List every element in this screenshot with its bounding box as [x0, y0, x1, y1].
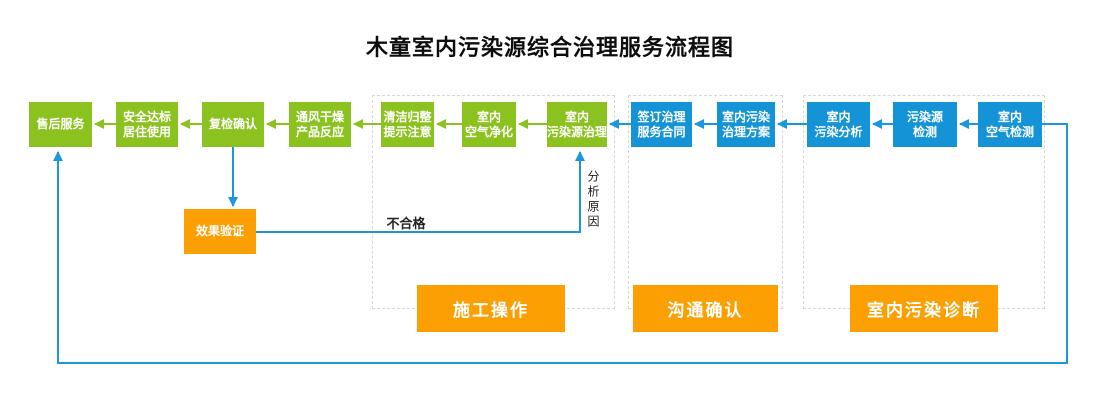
- arrow-aftersales-loop: [53, 123, 1068, 364]
- node-pollution-analysis: 室内 污染分析: [807, 102, 870, 147]
- stage-label-construction: 施工操作: [417, 285, 565, 332]
- node-ventilation-reaction: 通风干燥 产品反应: [289, 102, 351, 147]
- node-pollution-source-testing: 污染源 检测: [893, 102, 957, 147]
- stage-label-diagnosis: 室内污染诊断: [850, 285, 998, 332]
- stage-label-communication: 沟通确认: [633, 285, 778, 332]
- node-cleanup-notice: 清洁归整 提示注意: [381, 102, 434, 147]
- arrow-unqualified-feedback: [256, 151, 585, 233]
- node-treatment-plan: 室内污染 治理方案: [717, 102, 775, 147]
- node-pollution-source-treatment: 室内 污染源治理: [547, 102, 607, 147]
- page-title: 木童室内污染源综合治理服务流程图: [365, 35, 734, 60]
- edge-label-analyze-reason: 分析原因: [586, 170, 600, 230]
- node-after-sales-service: 售后服务: [29, 102, 92, 147]
- node-effect-verification: 效果验证: [184, 209, 256, 254]
- node-air-purification: 室内 空气净化: [462, 102, 516, 147]
- edge-label-unqualified: 不合格: [386, 216, 426, 231]
- node-sign-service-contract: 签订治理 服务合同: [631, 102, 692, 147]
- node-safety-standard-living: 安全达标 居住使用: [116, 102, 178, 147]
- node-indoor-air-testing: 室内 空气检测: [978, 102, 1042, 147]
- node-recheck-confirm: 复检确认: [202, 102, 264, 147]
